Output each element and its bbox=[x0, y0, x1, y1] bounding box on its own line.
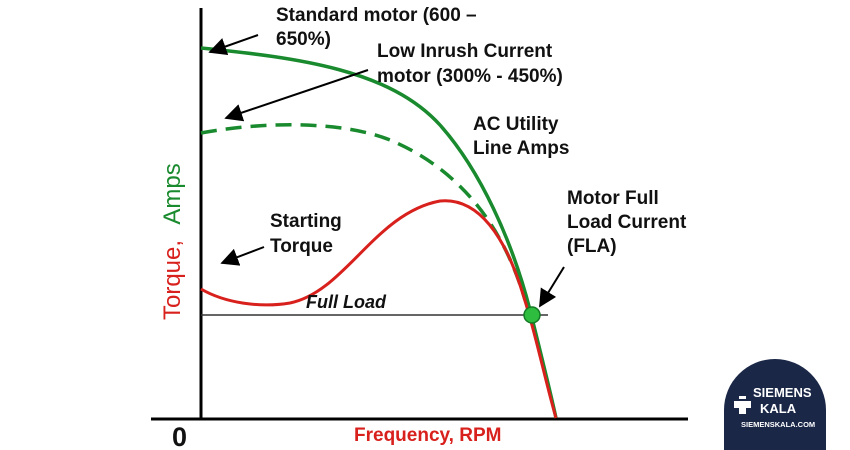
siemenskala-logo: SIEMENS KALA SIEMENSKALA.COM bbox=[724, 359, 826, 450]
torque-curve bbox=[200, 199, 558, 419]
standard-motor-current-curve bbox=[200, 46, 558, 419]
logo-badge bbox=[724, 359, 826, 450]
logo-cross-icon bbox=[734, 396, 751, 414]
fla-arrow bbox=[539, 266, 565, 308]
x-axis-label: Frequency, RPM bbox=[354, 425, 501, 446]
fla-marker bbox=[523, 306, 541, 324]
y-axis-label: Torque, Amps bbox=[159, 163, 186, 320]
motor-fla-label: Motor Full Load Current (FLA) bbox=[567, 188, 692, 257]
standard-motor-label: Standard motor (600 – 650%) bbox=[276, 5, 482, 50]
starting-torque-label: Starting Torque bbox=[270, 211, 347, 257]
standard-motor-arrow bbox=[208, 34, 259, 56]
logo-name-kala: KALA bbox=[760, 401, 797, 416]
origin-label: 0 bbox=[172, 422, 187, 450]
low-inrush-label: Low Inrush Current motor (300% - 450%) bbox=[377, 41, 563, 87]
logo-name-siemens: SIEMENS bbox=[753, 385, 812, 400]
logo-url: SIEMENSKALA.COM bbox=[741, 420, 815, 429]
low-inrush-arrow bbox=[224, 69, 369, 122]
ac-utility-label: AC Utility Line Amps bbox=[473, 114, 569, 159]
starting-torque-arrow bbox=[220, 246, 265, 266]
full-load-label: Full Load bbox=[306, 292, 387, 312]
